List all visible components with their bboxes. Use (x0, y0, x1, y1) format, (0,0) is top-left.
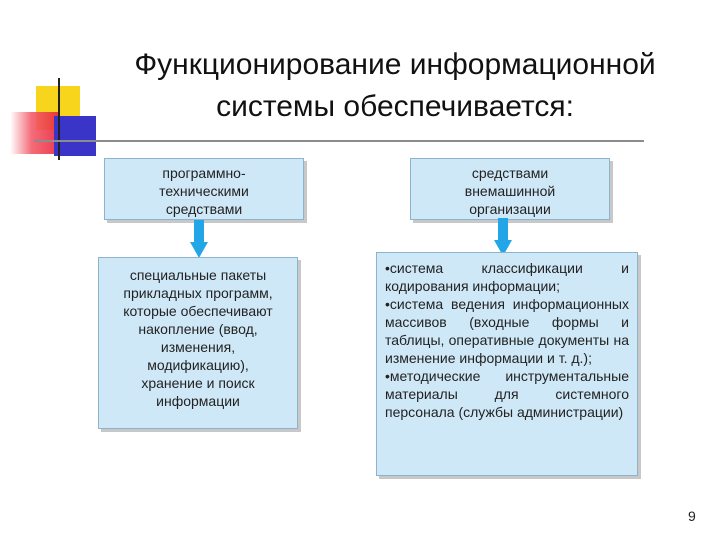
bullet-item: система классификации и кодирования инфо… (385, 259, 629, 295)
box-line: которые обеспечивают (123, 303, 273, 319)
box-line: изменения, (160, 339, 236, 355)
title-underline (34, 140, 644, 142)
page-number: 9 (688, 508, 696, 524)
box-line: техническими (159, 183, 249, 199)
box-line: средствами (165, 201, 243, 217)
box-software-hardware: программно- техническими средствами (104, 158, 304, 220)
box-line: организации (469, 201, 551, 217)
bullet-item: система ведения информационных массивов … (385, 295, 629, 367)
box-line: внемашинной (464, 183, 556, 199)
box-line: программно- (162, 165, 246, 181)
bullet-item: методические инструментальные материалы … (385, 367, 629, 421)
box-organizational-means: система классификации и кодирования инфо… (376, 252, 638, 476)
box-line: средствами (471, 165, 549, 181)
box-line: модификацию), (147, 357, 249, 373)
box-line: специальные пакеты (129, 267, 267, 283)
logo-blue-square (54, 116, 96, 156)
box-line: хранение и поиск (141, 375, 255, 391)
box-line: накопление (ввод, (138, 321, 258, 337)
title-line-1: Функционирование информационной (134, 48, 656, 81)
title-line-2: системы обеспечивается: (216, 90, 574, 123)
box-line: прикладных программ, (123, 285, 273, 301)
box-off-machine: средствами внемашинной организации (410, 158, 610, 220)
box-line: информации (156, 393, 240, 409)
logo-vertical-line (58, 78, 60, 160)
logo-red-square (10, 112, 58, 154)
box-software-packages: специальные пакеты прикладных программ, … (98, 257, 298, 429)
slide-title: Функционирование информационной системы … (100, 44, 690, 128)
arrow-down-left (190, 220, 208, 260)
